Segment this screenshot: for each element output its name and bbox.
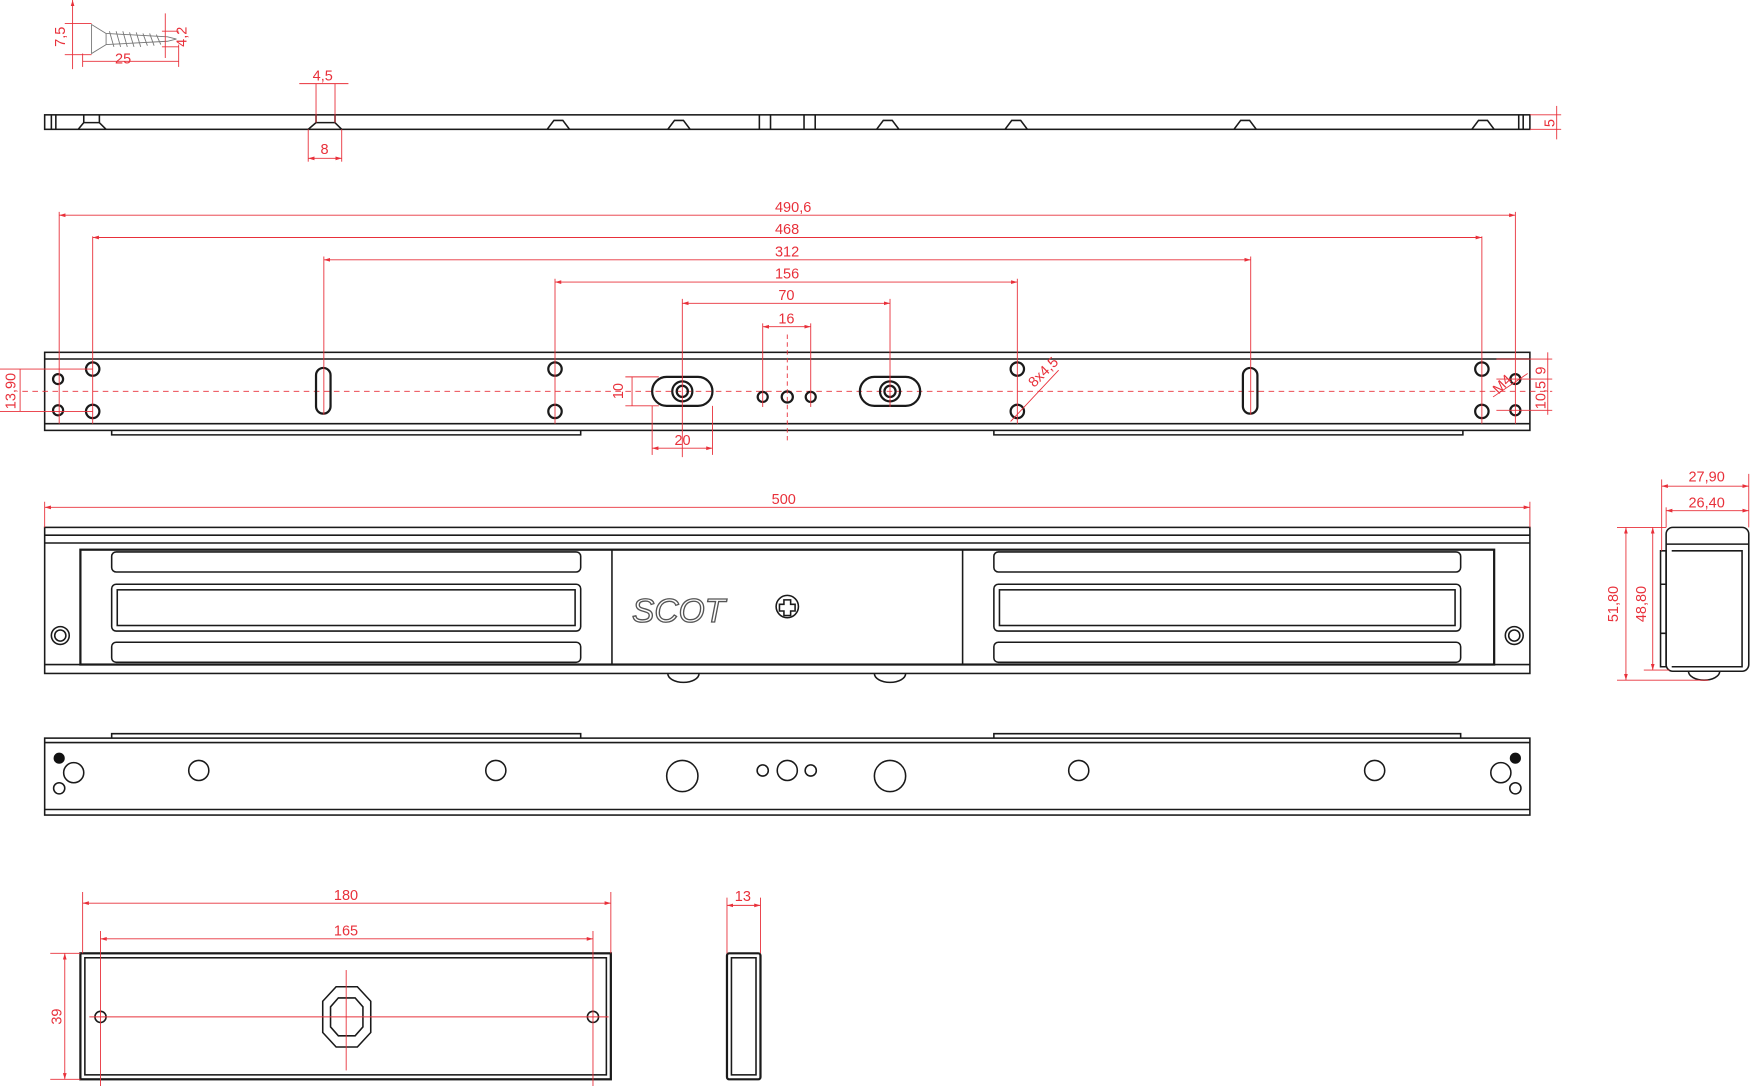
- dim-500: 500: [772, 492, 796, 508]
- dim-26-40: 26,40: [1688, 495, 1724, 511]
- mounting-plate-view: 490,6 468 312 156 70 16 13,90 10 20 8x4,…: [0, 200, 1553, 458]
- scot-logo: SCOT: [632, 593, 728, 630]
- dim-9: 9: [1534, 367, 1550, 375]
- dim-51-80: 51,80: [1606, 586, 1622, 622]
- screw-drawing: 7,5 25 4,2: [53, 0, 190, 70]
- dim-hole-height: 13,90: [4, 373, 20, 409]
- screw-shank-dim: 4,2: [174, 27, 190, 47]
- dim-312: 312: [775, 244, 799, 260]
- dim-13: 13: [735, 889, 751, 905]
- dim-490-6: 490,6: [775, 200, 811, 216]
- dim-165: 165: [334, 923, 358, 939]
- dim-180: 180: [334, 888, 358, 904]
- armature-plate-view: 180 165 39: [49, 888, 612, 1086]
- screw-length-dim: 25: [115, 52, 131, 68]
- dim-39: 39: [49, 1009, 65, 1025]
- dim-10-5: 10,5: [1534, 381, 1550, 409]
- dim-70: 70: [778, 288, 794, 304]
- dim-slot-width: 20: [674, 433, 690, 449]
- countersink-dim: 8: [320, 142, 328, 158]
- bottom-view: [43, 732, 1531, 816]
- front-view: SCOT 500: [43, 492, 1531, 684]
- dim-16: 16: [778, 311, 794, 327]
- armature-side-view: 13: [725, 889, 762, 1081]
- side-view: 27,90 26,40 51,80 48,80: [1606, 470, 1750, 681]
- thickness-dim: 5: [1542, 119, 1558, 127]
- top-profile-view: 4,5 8 5: [43, 68, 1562, 162]
- dim-48-80: 48,80: [1634, 586, 1650, 622]
- dim-27-90: 27,90: [1688, 470, 1724, 486]
- hole-dia-dim: 4,5: [313, 68, 333, 84]
- dim-468: 468: [775, 222, 799, 238]
- dim-slot-height: 10: [611, 383, 627, 399]
- screw-heads: [62, 759, 1512, 784]
- screw-head-dim: 7,5: [53, 27, 69, 47]
- dim-156: 156: [775, 267, 799, 283]
